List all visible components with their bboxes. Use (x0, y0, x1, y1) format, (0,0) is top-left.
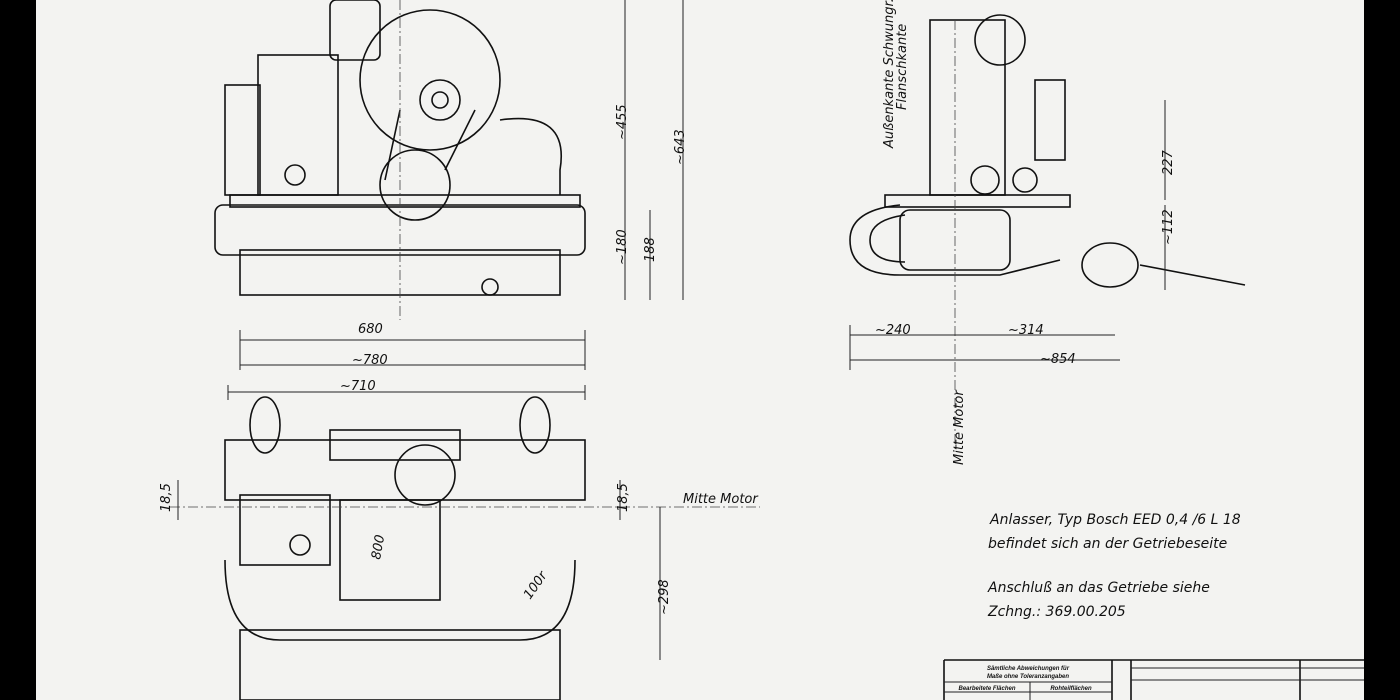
tb-col-machined: Bearbeitete Flächen (958, 686, 1015, 692)
dim-680: 680 (358, 322, 383, 337)
title-block (943, 659, 1364, 700)
note-starter: Anlasser, Typ Bosch EED 0,4 /6 L 18 (989, 512, 1241, 528)
note-drawing-number: Zchng.: 369.00.205 (987, 604, 1126, 620)
top-view (170, 385, 760, 700)
dim-298: ~298 (657, 579, 672, 615)
dim-18-5-left: 18,5 (159, 483, 174, 512)
tb-heading-2: Maße ohne Toleranzangaben (987, 674, 1069, 680)
dim-180: ~180 (615, 229, 630, 265)
label-outer-edge: Außenkante Schwungr. (882, 0, 897, 149)
side-view (849, 14, 1246, 450)
side-center-label: Mitte Motor (952, 389, 967, 465)
dim-100r: 100r (521, 568, 552, 603)
dim-780: ~780 (352, 353, 388, 368)
dim-112: ~112 (1161, 209, 1176, 245)
dim-227: 227 (1161, 149, 1176, 175)
dim-240: ~240 (875, 323, 911, 338)
top-center-label: Mitte Motor (683, 492, 759, 507)
tb-col-raw: Rohteilflächen (1050, 686, 1092, 692)
dim-643: ~643 (673, 129, 688, 165)
label-flange-edge: Flanschkante (895, 24, 910, 110)
note-connection: Anschluß an das Getriebe siehe (987, 580, 1210, 596)
dim-854: ~854 (1040, 352, 1076, 367)
note-location: befindet sich an der Getriebeseite (988, 536, 1227, 552)
tb-heading-1: Sämtliche Abweichungen für (987, 666, 1070, 672)
dim-800: 800 (369, 534, 388, 561)
dim-314: ~314 (1008, 323, 1044, 338)
dim-188: 188 (643, 237, 658, 262)
dim-18-5-right: 18,5 (616, 483, 631, 512)
dim-710: ~710 (340, 379, 376, 394)
dim-455: ~455 (615, 104, 630, 140)
front-view (214, 0, 684, 370)
